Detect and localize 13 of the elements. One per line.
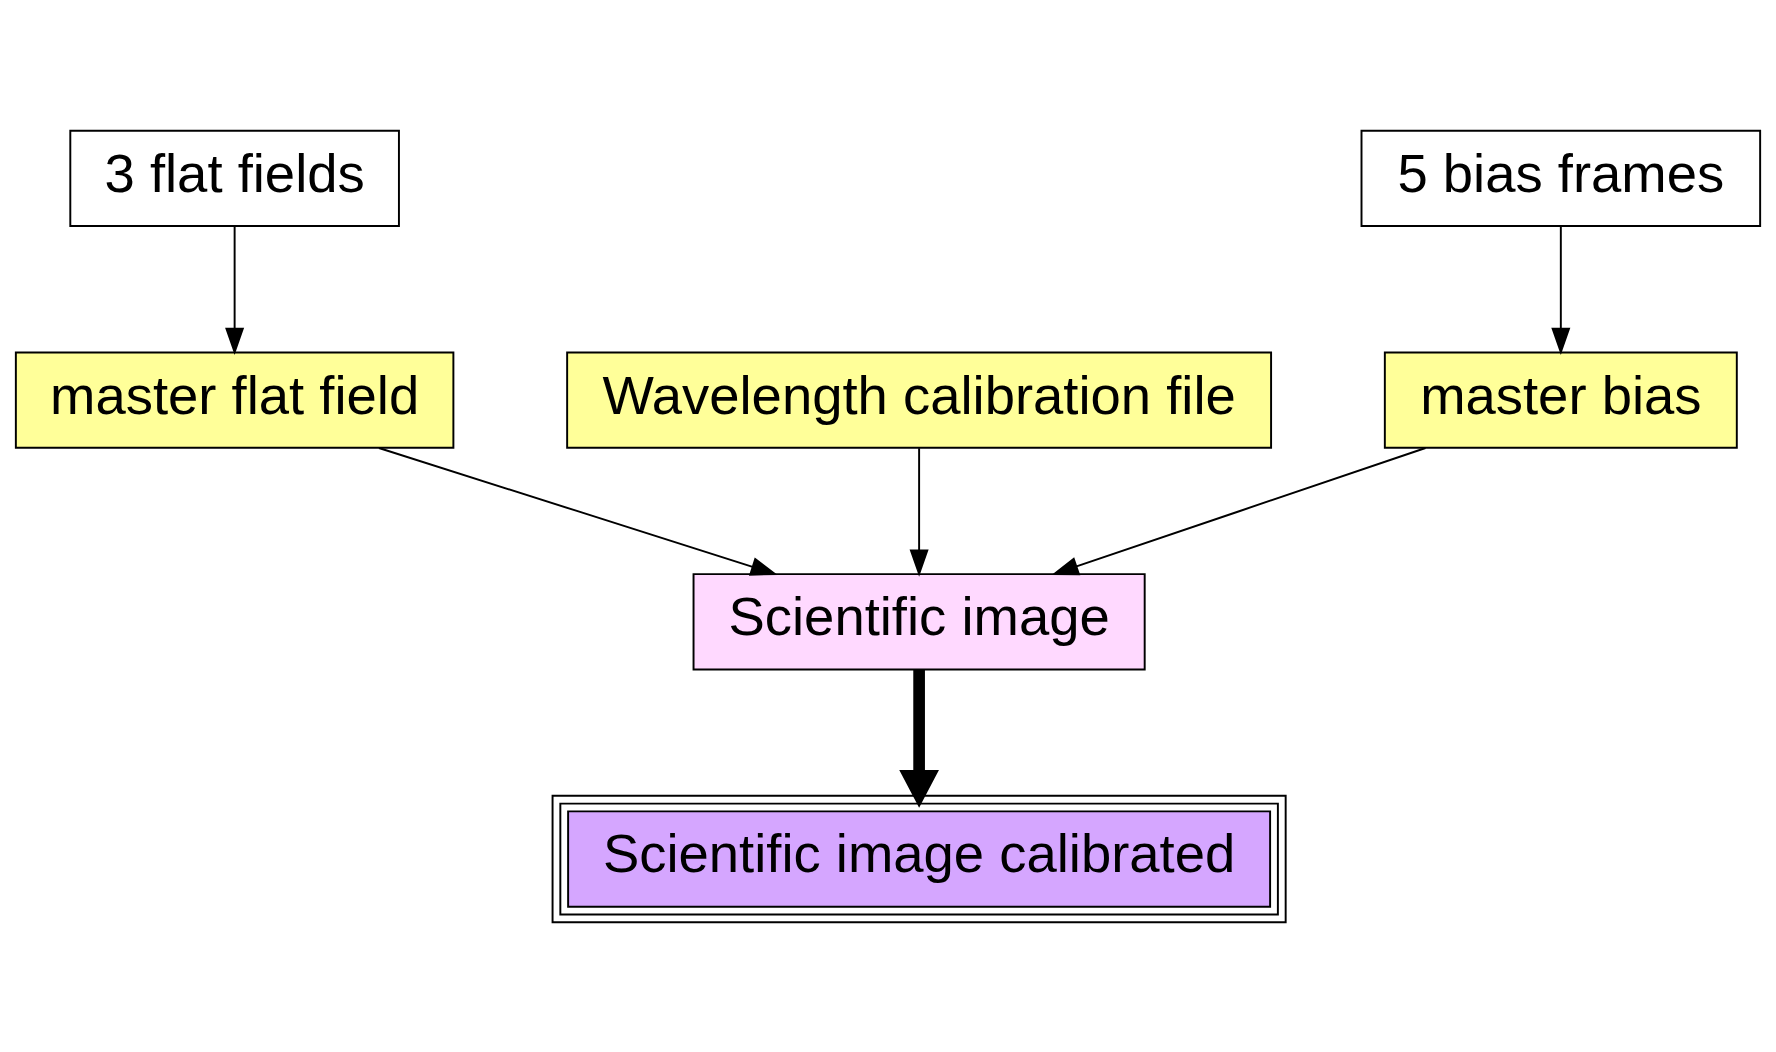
arrow (1051, 446, 1427, 575)
node-box: 3 flat fields (69, 129, 400, 227)
node-box: master bias (1383, 351, 1738, 449)
arrow (225, 225, 245, 355)
node-box: Scientific image (692, 572, 1146, 670)
node-box: Scientific image calibrated (551, 794, 1287, 923)
arrow (899, 669, 939, 808)
node-box: master flat field (14, 351, 455, 449)
arrow (1551, 225, 1571, 355)
arrow (377, 446, 778, 576)
arrow (909, 446, 929, 577)
node-box: 5 bias frames (1360, 129, 1762, 227)
node-box: Wavelength calibration file (566, 351, 1273, 449)
